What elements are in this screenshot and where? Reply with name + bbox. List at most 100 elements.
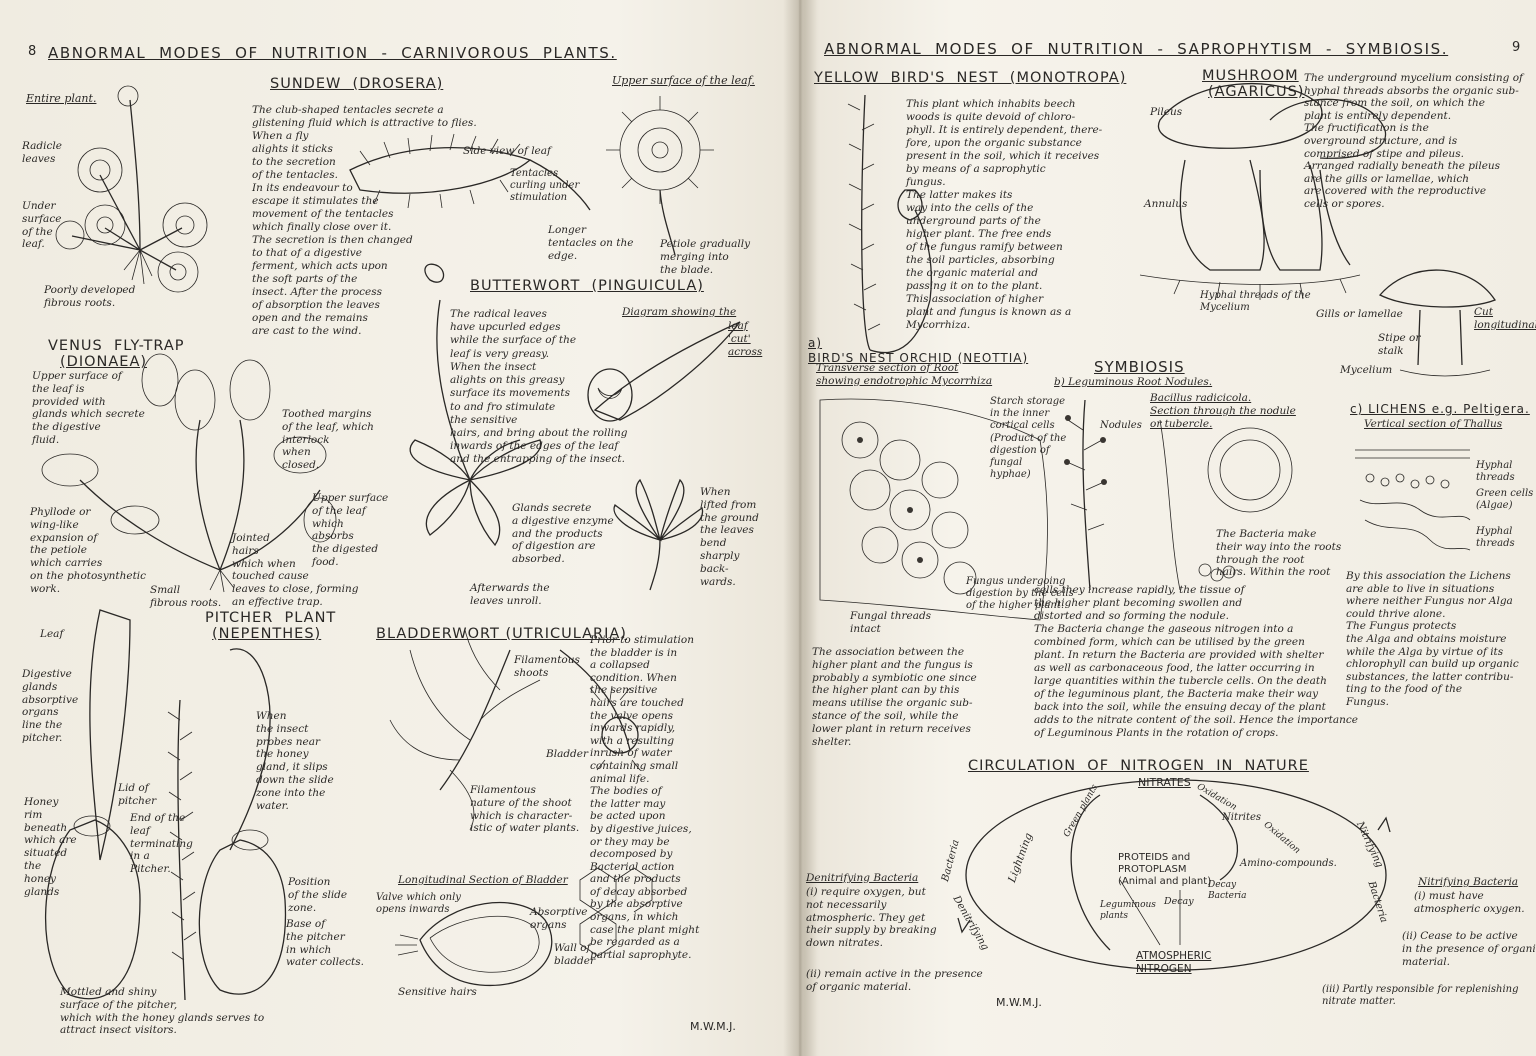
orchid-fungal-threads-label: Fungal threads intact xyxy=(850,610,932,635)
bladderwort-section-label: Longitudinal Section of Bladder xyxy=(398,874,568,886)
mushroom-annulus-label: Annulus xyxy=(1144,198,1188,210)
venus-jointed-hairs-label: Jointed hairs which when touched cause l… xyxy=(232,532,359,608)
venus-toothed-label: Toothed margins of the leaf, which inter… xyxy=(282,408,374,472)
pitcher-digestive-glands-label: Digestive glands absorptive organs line … xyxy=(22,668,79,744)
ybn-description: This plant which inhabits beech woods is… xyxy=(906,98,1103,332)
sundew-plant-drawing xyxy=(55,85,208,293)
bladderwort-filamentous-shoots-label: Filamentous shoots xyxy=(514,654,580,679)
sundew-leaf-top-drawing xyxy=(606,96,714,256)
pitcher-insect-label: When the insect probes near the honey gl… xyxy=(256,710,334,812)
butterwort-diagram-cut-label: leaf 'cut' across xyxy=(728,320,763,358)
left-page-heading: ABNORMAL MODES OF NUTRITION - CARNIVOROU… xyxy=(48,44,617,62)
right-page-heading: ABNORMAL MODES OF NUTRITION - SAPROPHYTI… xyxy=(824,40,1449,58)
mushroom-mycelium-label: Mycelium xyxy=(1340,364,1393,376)
bladderwort-drawing xyxy=(389,629,641,831)
ybn-title: YELLOW BIRD'S NEST (MONOTROPA) xyxy=(814,70,1127,86)
sundew-upper-surface-label: Upper surface of the leaf. xyxy=(612,74,755,87)
venus-subtitle: (DIONAEA) xyxy=(60,354,148,370)
denitrifying-text-2: (ii) remain active in the presence of or… xyxy=(806,968,983,993)
orchid-fungus-digestion-label: Fungus undergoing digestion by the cells… xyxy=(966,576,1074,612)
pitcher-base-label: Base of the pitcher in which water colle… xyxy=(286,918,364,969)
bladderwort-filamentous-nature-label: Filamentous nature of the shoot which is… xyxy=(470,784,580,835)
venus-title: VENUS FLY-TRAP xyxy=(48,338,185,354)
nitrogen-decay-bacteria-label: Decay Bacteria xyxy=(1208,880,1247,901)
sundew-side-view-label: Side view of leaf xyxy=(463,145,551,157)
sundew-title: SUNDEW (DROSERA) xyxy=(270,76,444,92)
bladderwort-wall-label: Wall of bladder xyxy=(554,942,596,967)
sundew-side-view-drawing xyxy=(349,133,591,211)
orchid-subtitle: Transverse section of Root showing endot… xyxy=(816,362,993,387)
lichens-green-cells-label: Green cells (Algae) xyxy=(1476,488,1534,512)
bladderwort-bladder-label: Bladder xyxy=(546,748,589,760)
butterwort-diagram-label: Diagram showing the xyxy=(622,306,737,318)
butterwort-drawing xyxy=(409,263,542,547)
bladderwort-valve-label: Valve which only opens inwards xyxy=(376,892,461,916)
pitcher-title: PITCHER PLANT xyxy=(205,610,337,626)
bladderwort-absorptive-label: Absorptive organs xyxy=(530,906,588,931)
pitcher-plant-drawing xyxy=(44,609,287,1001)
butterwort-unroll-label: Afterwards the leaves unroll. xyxy=(470,582,550,607)
symbiosis-bacillus-label: Bacillus radicicola. Section through the… xyxy=(1150,392,1296,430)
nitrogen-atmospheric-label: ATMOSPHERIC NITROGEN xyxy=(1136,950,1212,975)
butterwort-title: BUTTERWORT (PINGUICULA) xyxy=(470,278,704,294)
bladderwort-title: BLADDERWORT (UTRICULARIA) xyxy=(376,626,627,642)
butterwort-leaf-section-drawing xyxy=(587,321,741,422)
bladderwort-cells-drawing xyxy=(579,867,653,957)
venus-upper-surface-2-label: Upper surface of the leaf which absorbs … xyxy=(312,492,389,568)
nitrogen-cycle-drawing xyxy=(957,779,1391,971)
orchid-description: The association between the higher plant… xyxy=(812,646,977,748)
sundew-entire-plant-label: Entire plant. xyxy=(26,92,97,105)
nitrogen-leguminous-label: Leguminous plants xyxy=(1100,900,1156,921)
mushroom-pileus-label: Pileus xyxy=(1150,106,1183,118)
symbiosis-description: cells they increase rapidly, the tissue … xyxy=(1034,584,1358,740)
nitrifying-text: (i) must have atmospheric oxygen. xyxy=(1414,890,1525,915)
left-page-number: 8 xyxy=(28,44,37,59)
symbiosis-bacteria-intro: The Bacteria make their way into the roo… xyxy=(1216,528,1342,579)
mushroom-group-drawing xyxy=(1139,82,1496,377)
nitrogen-decay-label: Decay xyxy=(1164,896,1194,907)
denitrifying-text: (i) require oxygen, but not necessarily … xyxy=(806,886,937,950)
yellow-birds-nest-drawing xyxy=(847,94,932,354)
venus-phyllode-label: Phyllode or wing-like expansion of the p… xyxy=(30,506,147,595)
lichens-hyphal-label: Hyphal threads xyxy=(1476,460,1515,484)
pitcher-honey-rim-label: Honey rim beneath which are situated the… xyxy=(24,796,77,898)
orchid-root-section-drawing xyxy=(819,398,1048,621)
bladderwort-description: Prior to stimulation the bladder is in a… xyxy=(590,634,700,961)
sundew-longer-tentacles-label: Longer tentacles on the edge. xyxy=(548,224,634,262)
pitcher-leaf-label: Leaf xyxy=(40,628,64,640)
lichens-title: c) LICHENS e.g. Peltigera. xyxy=(1350,402,1530,416)
bladderwort-sensitive-hairs-label: Sensitive hairs xyxy=(398,986,477,998)
orchid-starch-label: Starch storage in the inner cortical cel… xyxy=(990,396,1067,481)
sundew-tentacles-curling-label: Tentacles curling under stimulation xyxy=(510,168,580,204)
lichens-hyphal-2-label: Hyphal threads xyxy=(1476,526,1515,550)
mushroom-cut-label: Cut longitudinally xyxy=(1474,306,1536,331)
butterwort-description: The radical leaves have upcurled edges w… xyxy=(450,308,628,466)
nitrifying-text-2: (ii) Cease to be active in the presence … xyxy=(1402,930,1536,968)
nodule-section-drawing xyxy=(1159,419,1293,591)
butterwort-glands-label: Glands secrete a digestive enzyme and th… xyxy=(512,502,614,566)
sundew-roots-label: Poorly developed fibrous roots. xyxy=(44,284,136,309)
mushroom-subtitle: (AGARICUS) xyxy=(1208,84,1305,100)
sundew-description: The club-shaped tentacles secrete a glis… xyxy=(252,104,477,338)
pitcher-lid-label: Lid of pitcher xyxy=(118,782,157,807)
lichens-description: By this association the Lichens are able… xyxy=(1346,570,1519,708)
lichen-section-drawing xyxy=(1355,449,1471,551)
right-signature: M.W.M.J. xyxy=(996,996,1042,1009)
symbiosis-nodules-heading: b) Leguminous Root Nodules. xyxy=(1054,376,1213,388)
sundew-radicle-label: Radicle leaves xyxy=(22,140,62,165)
sundew-petiole-label: Petiole gradually merging into the blade… xyxy=(660,238,751,276)
mushroom-stipe-label: Stipe or stalk xyxy=(1378,332,1421,357)
symbiosis-nodules-label: Nodules xyxy=(1100,420,1142,431)
nitrogen-title: CIRCULATION OF NITROGEN IN NATURE xyxy=(968,758,1309,774)
nitrifying-text-3: (iii) Partly responsible for replenishin… xyxy=(1322,984,1519,1008)
bladder-section-drawing xyxy=(395,901,553,986)
nitrogen-amino-label: Amino-compounds. xyxy=(1240,858,1337,869)
pitcher-end-label: End of the leaf terminating in a Pitcher… xyxy=(130,812,193,876)
mushroom-title: MUSHROOM xyxy=(1202,68,1299,84)
nitrifying-title: Nitrifying Bacteria xyxy=(1418,876,1519,888)
pitcher-mottled-label: Mottled and shiny surface of the pitcher… xyxy=(60,986,265,1037)
nitrogen-proteids-label: PROTEIDS and PROTOPLASM (Animal and plan… xyxy=(1118,852,1212,888)
nitrogen-nitrites-label: Nitrites xyxy=(1222,812,1262,823)
